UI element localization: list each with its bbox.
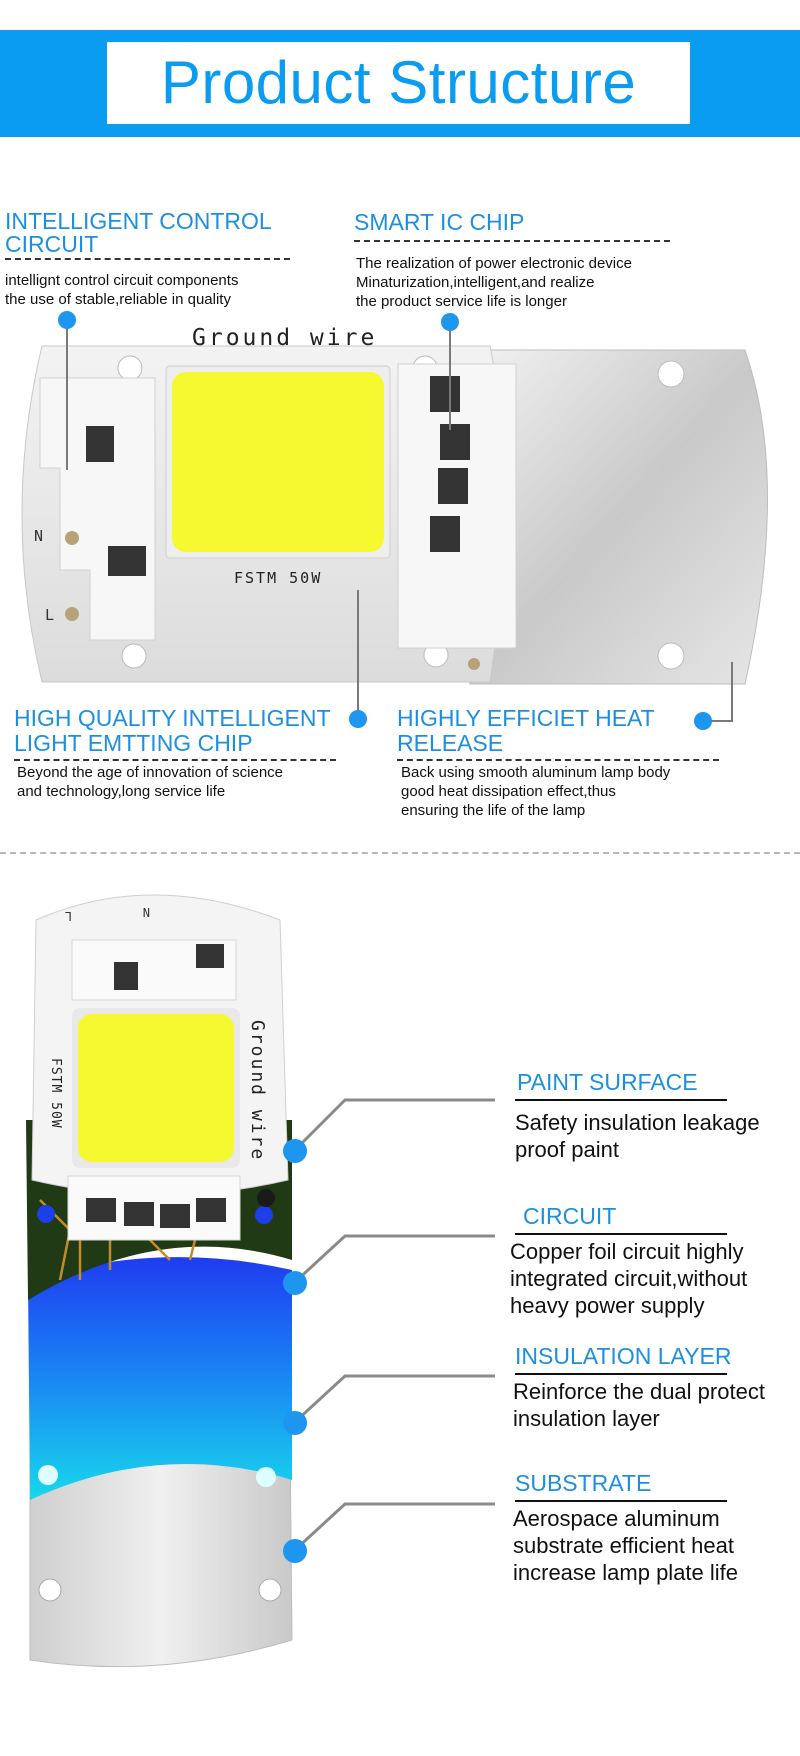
mounting-hole: [38, 1578, 62, 1602]
callout-title-heat-release: HIGHLY EFFICIET HEAT RELEASE: [397, 705, 655, 756]
pin-pad: [65, 607, 79, 621]
layer-title-insulation: INSULATION LAYER: [515, 1343, 732, 1369]
led-chip: [78, 1014, 234, 1162]
callout-desc-ic-chip: The realization of power electronic devi…: [356, 255, 632, 310]
pin-n-label: N: [34, 527, 43, 545]
ic-chip: [430, 516, 460, 552]
ground-pad: [257, 1189, 275, 1207]
callout-title-light-chip: HIGH QUALITY INTELLIGENT LIGHT EMTTING C…: [14, 705, 331, 756]
model-label: FSTM 50W: [234, 569, 322, 587]
led-chip: [172, 372, 384, 552]
layer-desc-insulation: Reinforce the dual protect insulation la…: [513, 1379, 765, 1431]
layer-marker: [37, 1205, 55, 1223]
callout-title-ic-chip: SMART IC CHIP: [354, 209, 525, 235]
callout-title-control-circuit: INTELLIGENT CONTROL CIRCUIT: [5, 208, 272, 257]
layer-dot-circuit: [283, 1271, 307, 1295]
section-divider: [0, 852, 800, 854]
callout-dot: [441, 313, 459, 331]
layer-title-paint: PAINT SURFACE: [517, 1069, 698, 1095]
layer-title-circuit: CIRCUIT: [523, 1203, 617, 1229]
callout-desc-control-circuit: intellignt control circuit components th…: [5, 272, 239, 308]
led-board-illustration: N L Ground wire FSTM 50W: [21, 325, 768, 685]
callout-desc-light-chip: Beyond the age of innovation of science …: [17, 764, 284, 800]
pin-n-label: N: [143, 905, 150, 919]
layer-dot-paint: [283, 1139, 307, 1163]
layer-dot-substrate: [283, 1539, 307, 1563]
callout-divider: [354, 240, 670, 242]
callout-connectors-top: [66, 320, 733, 722]
ground-wire-label: Ground wire: [247, 1020, 268, 1161]
layer-rule: [515, 1233, 727, 1235]
mounting-hole: [121, 643, 147, 669]
model-label: FSTM 50W: [48, 1058, 63, 1129]
aluminum-plate: [469, 349, 768, 685]
ic-chip: [440, 424, 470, 460]
layer-connectors: [293, 1098, 495, 1552]
insulation-layer: [28, 1257, 292, 1500]
control-chip: [196, 944, 224, 968]
page-title: Product Structure: [160, 49, 637, 116]
pin-l-label: L: [65, 909, 72, 923]
ic-chip: [160, 1204, 190, 1228]
mounting-hole: [256, 1467, 276, 1487]
layer-rule: [515, 1500, 727, 1502]
ic-chip: [86, 1198, 116, 1222]
mounting-hole: [657, 360, 685, 388]
layered-board-illustration: Ground wire FSTM 50W L N: [26, 894, 293, 1668]
layer-desc-paint: Safety insulation leakage proof paint: [515, 1110, 760, 1162]
layer-title-substrate: SUBSTRATE: [515, 1470, 652, 1496]
control-chip: [108, 546, 146, 576]
header-box: Product Structure: [107, 42, 690, 124]
mounting-hole: [657, 642, 685, 670]
callout-dot: [349, 710, 367, 728]
ic-chip: [196, 1198, 226, 1222]
layer-rule: [515, 1099, 727, 1101]
layer-desc-circuit: Copper foil circuit highly integrated ci…: [510, 1239, 748, 1318]
ic-chip: [430, 376, 460, 412]
pin-l-label: L: [45, 606, 54, 624]
callout-divider: [5, 258, 290, 260]
callout-divider: [397, 759, 719, 761]
callout-divider: [14, 759, 336, 761]
ic-chip: [438, 468, 468, 504]
pin-pad: [468, 658, 480, 670]
layer-rule: [515, 1373, 727, 1375]
ground-wire-label: Ground wire: [192, 325, 377, 351]
callout-desc-heat-release: Back using smooth aluminum lamp body goo…: [401, 764, 671, 819]
callout-dot: [694, 712, 712, 730]
layer-desc-substrate: Aerospace aluminum substrate efficient h…: [513, 1506, 739, 1585]
control-chip: [114, 962, 138, 990]
pin-pad: [65, 531, 79, 545]
callout-dot: [58, 311, 76, 329]
mounting-hole: [258, 1578, 282, 1602]
control-chip: [86, 426, 114, 462]
mounting-hole: [38, 1465, 58, 1485]
ic-chip: [124, 1202, 154, 1226]
layer-dot-insulation: [283, 1411, 307, 1435]
layer-marker: [255, 1206, 273, 1224]
